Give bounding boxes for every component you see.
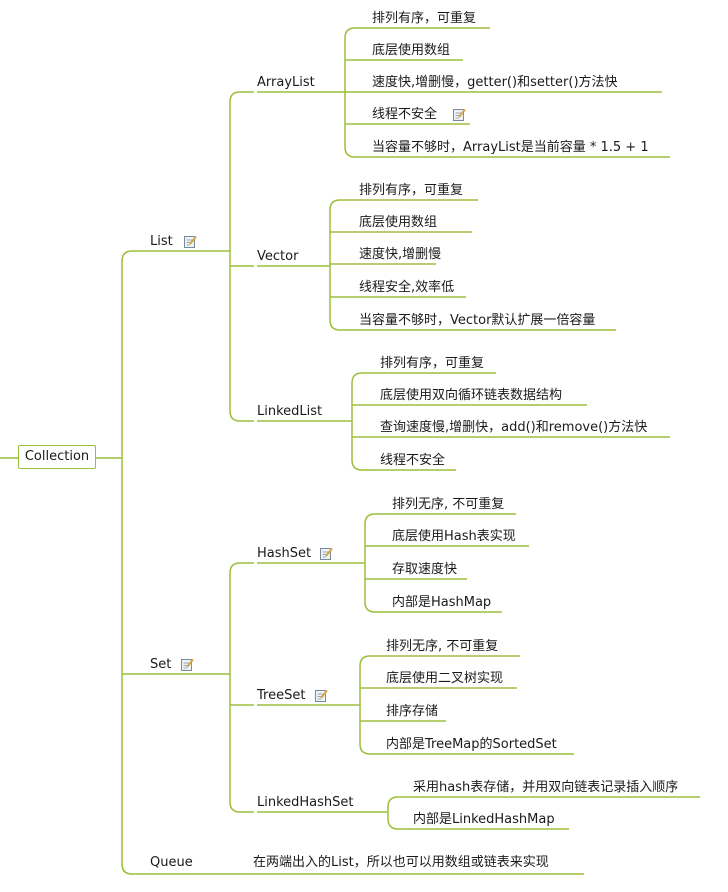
node-arraylist[interactable]: ArrayList bbox=[257, 75, 315, 90]
node-vector[interactable]: Vector bbox=[257, 249, 299, 264]
leaf-hashset-2[interactable]: 底层使用Hash表实现 bbox=[392, 529, 516, 544]
note-icon[interactable] bbox=[453, 108, 466, 121]
leaf-hashset-3[interactable]: 存取速度快 bbox=[392, 562, 458, 577]
node-linkedlist[interactable]: LinkedList bbox=[257, 404, 323, 419]
connector-line bbox=[351, 372, 378, 471]
node-set[interactable]: Set bbox=[150, 657, 172, 672]
leaf-arraylist-2[interactable]: 底层使用数组 bbox=[372, 43, 451, 58]
node-hashset[interactable]: HashSet bbox=[257, 546, 312, 561]
connector-line bbox=[229, 562, 254, 813]
leaf-arraylist-1[interactable]: 排列有序，可重复 bbox=[372, 11, 477, 26]
leaf-treeset-2[interactable]: 底层使用二叉树实现 bbox=[386, 671, 504, 686]
leaf-vector-2[interactable]: 底层使用数组 bbox=[359, 215, 438, 230]
leaf-vector-1[interactable]: 排列有序，可重复 bbox=[359, 183, 464, 198]
leaf-linkedlist-4[interactable]: 线程不安全 bbox=[380, 453, 446, 468]
leaf-linkedlist-1[interactable]: 排列有序，可重复 bbox=[380, 356, 485, 371]
root-node-collection[interactable]: Collection bbox=[18, 445, 96, 469]
leaf-linkedhashset-1[interactable]: 采用hash表存储，并用双向链表记录插入顺序 bbox=[413, 780, 679, 795]
note-icon[interactable] bbox=[184, 235, 197, 248]
leaf-treeset-4[interactable]: 内部是TreeMap的SortedSet bbox=[386, 737, 557, 752]
node-treeset[interactable]: TreeSet bbox=[257, 688, 306, 703]
node-linkedhashset[interactable]: LinkedHashSet bbox=[257, 795, 354, 810]
leaf-vector-4[interactable]: 线程安全,效率低 bbox=[359, 280, 455, 295]
node-list[interactable]: List bbox=[150, 234, 173, 249]
connector-line bbox=[364, 513, 390, 613]
node-queue[interactable]: Queue bbox=[150, 855, 193, 870]
leaf-vector-3[interactable]: 速度快,增删慢 bbox=[359, 247, 442, 262]
leaf-linkedhashset-2[interactable]: 内部是LinkedHashMap bbox=[413, 812, 555, 827]
leaf-arraylist-5[interactable]: 当容量不够时，ArrayList是当前容量 * 1.5 + 1 bbox=[372, 140, 649, 155]
note-icon[interactable] bbox=[181, 658, 194, 671]
connector-line bbox=[229, 91, 254, 422]
leaf-arraylist-4[interactable]: 线程不安全 bbox=[372, 107, 438, 122]
connector-line bbox=[329, 199, 356, 331]
leaf-queue-1[interactable]: 在两端出入的List，所以也可以用数组或链表来实现 bbox=[253, 855, 549, 870]
connector-line bbox=[121, 250, 148, 875]
leaf-arraylist-3[interactable]: 速度快,增删慢，getter()和setter()方法快 bbox=[372, 75, 618, 90]
leaf-hashset-1[interactable]: 排列无序, 不可重复 bbox=[392, 497, 505, 512]
leaf-hashset-4[interactable]: 内部是HashMap bbox=[392, 595, 492, 610]
leaf-treeset-1[interactable]: 排列无序, 不可重复 bbox=[386, 639, 499, 654]
note-icon[interactable] bbox=[320, 547, 333, 560]
leaf-treeset-3[interactable]: 排序存储 bbox=[386, 704, 439, 719]
note-icon[interactable] bbox=[315, 689, 328, 702]
leaf-linkedlist-3[interactable]: 查询速度慢,增删快，add()和remove()方法快 bbox=[380, 420, 648, 435]
leaf-vector-5[interactable]: 当容量不够时，Vector默认扩展一倍容量 bbox=[359, 313, 596, 328]
connector-line bbox=[359, 655, 384, 755]
leaf-linkedlist-2[interactable]: 底层使用双向循环链表数据结构 bbox=[380, 388, 563, 403]
connector-line bbox=[387, 796, 411, 830]
